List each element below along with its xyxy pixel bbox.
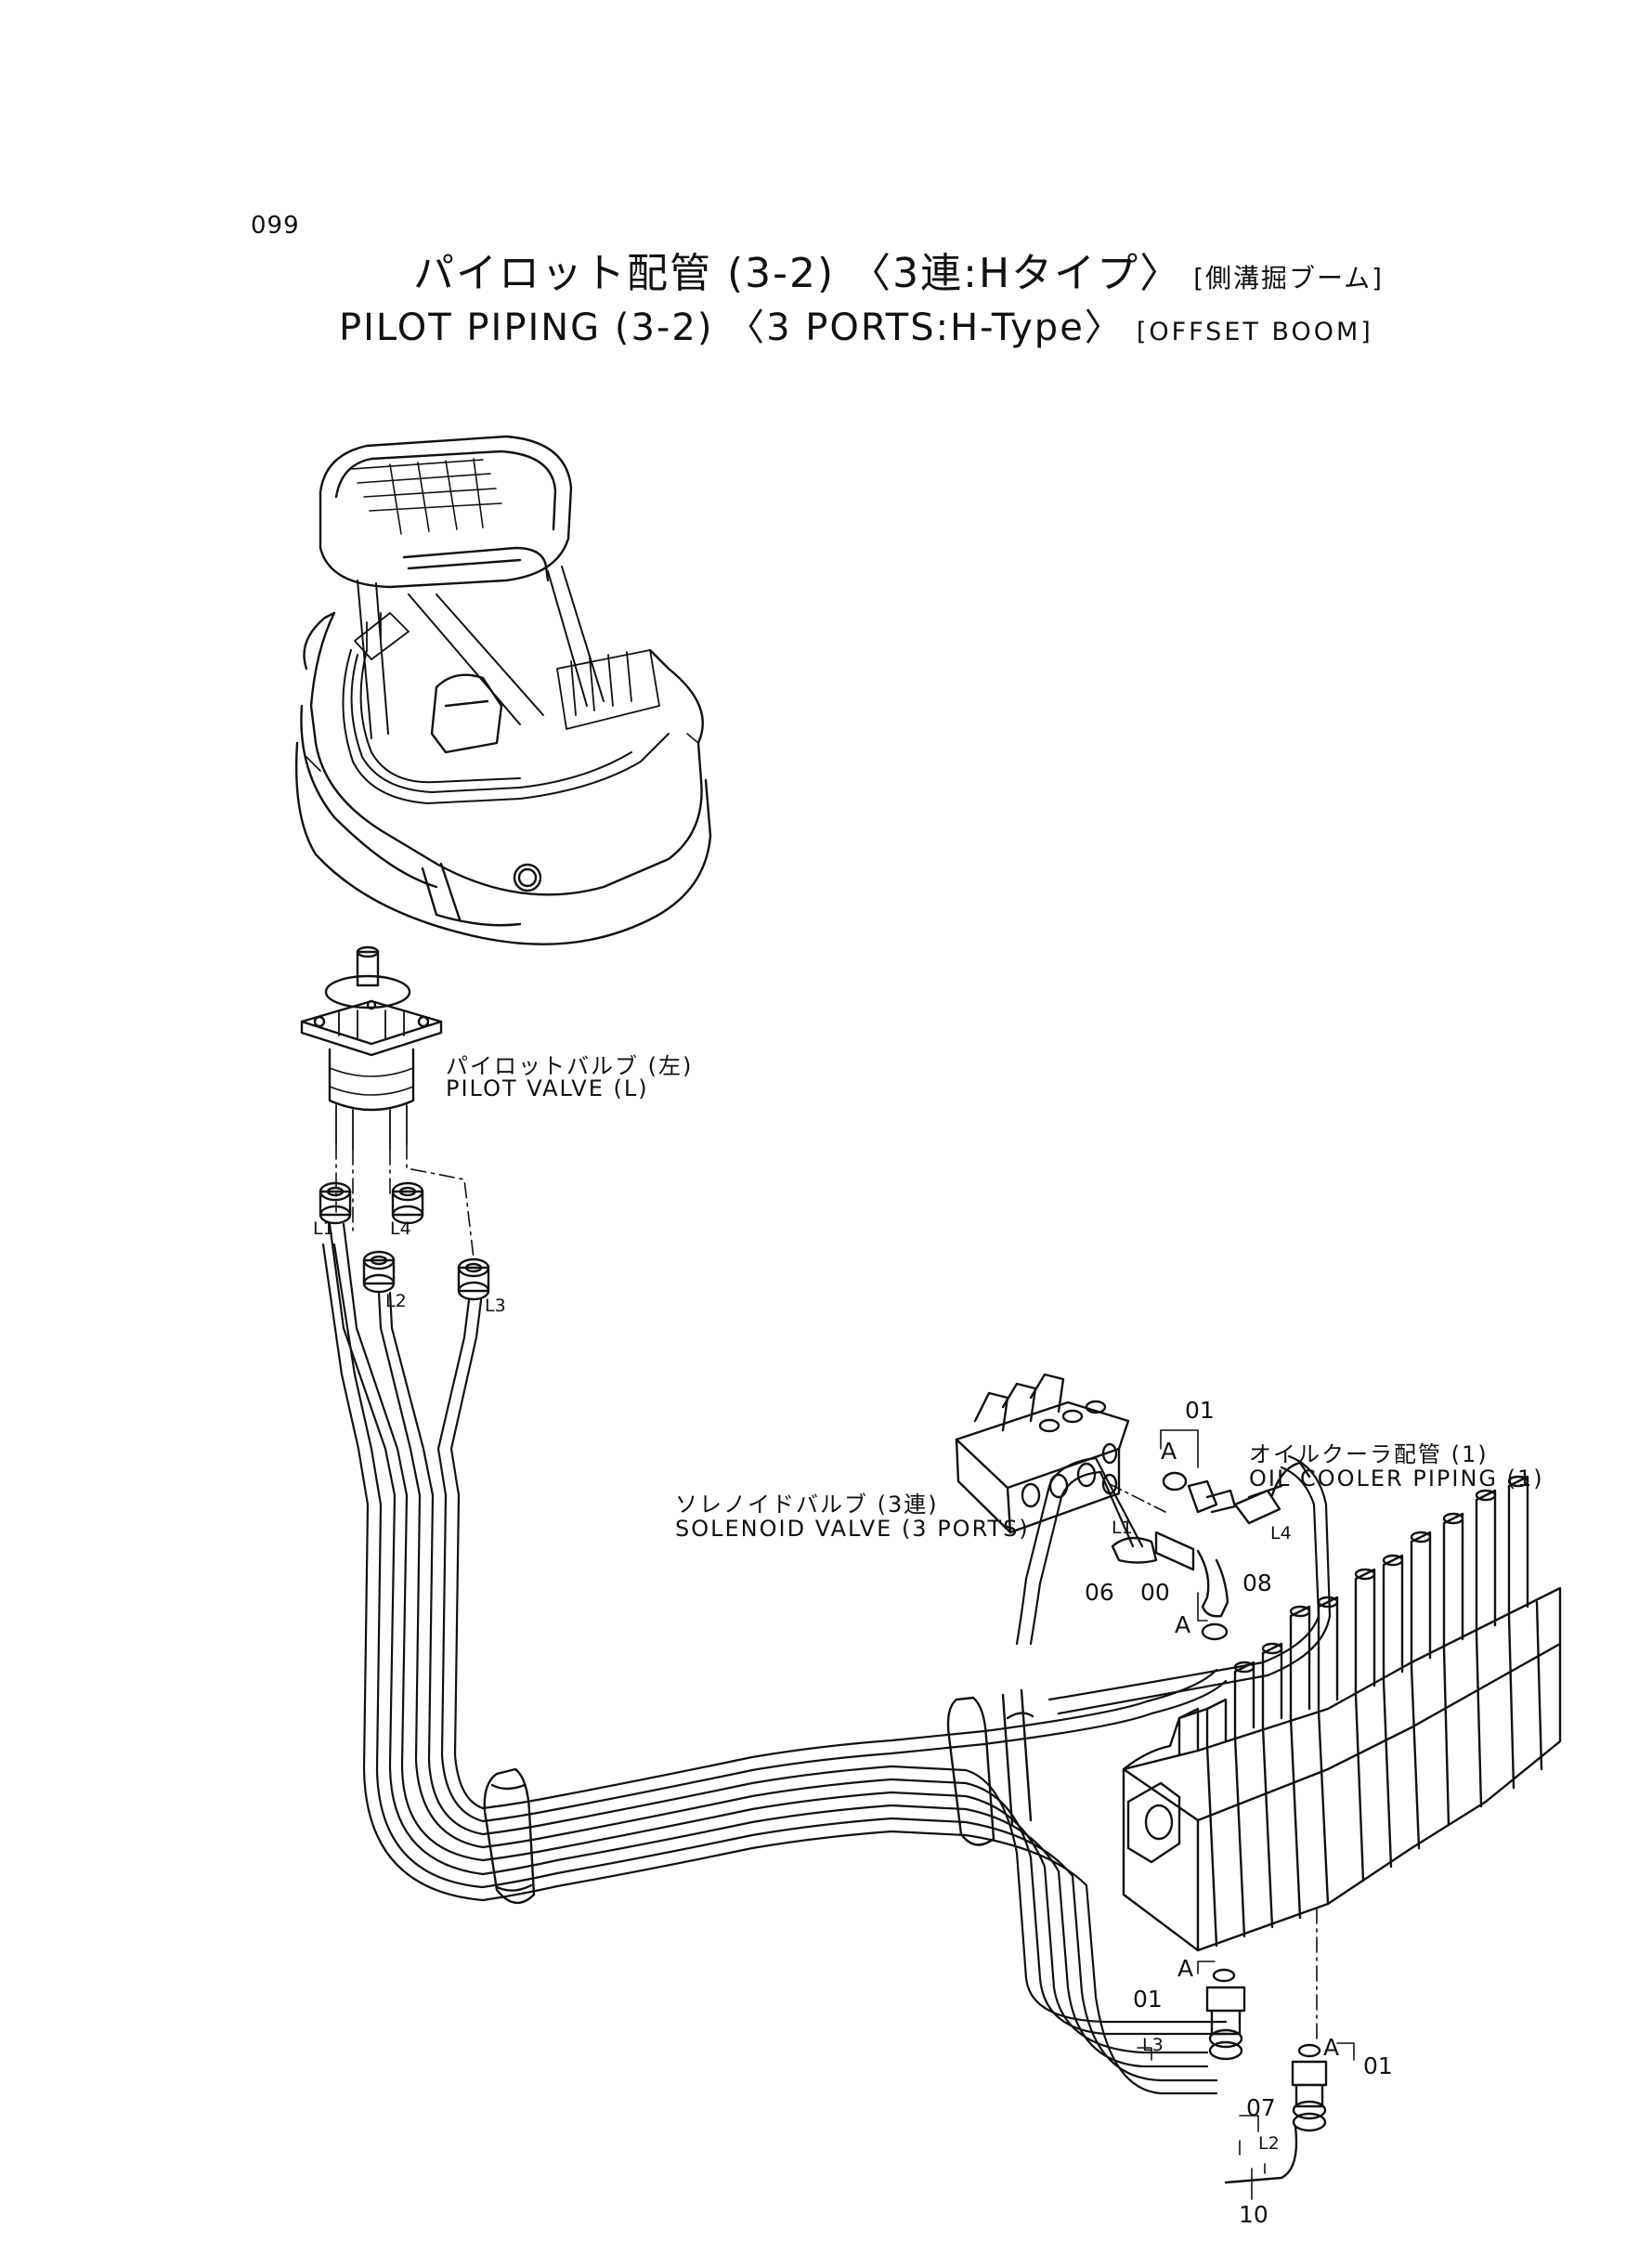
pilot-valve-label-jp: パイロットバルブ (左) bbox=[446, 1053, 694, 1079]
pilot-valve-label-en: PILOT VALVE (L) bbox=[446, 1075, 649, 1101]
part-number-08: 08 bbox=[1242, 1570, 1272, 1596]
pilot-valve-flange bbox=[300, 999, 443, 1057]
title-jp-main: パイロット配管 (3-2) 〈3連:Hタイプ〉 bbox=[413, 250, 1183, 297]
title-jp-sub: [側溝掘ブーム] bbox=[1193, 263, 1385, 293]
oil-cooler-label-en: OIL COOLER PIPING (1) bbox=[1249, 1466, 1544, 1492]
part-number-01-right: 01 bbox=[1363, 2052, 1393, 2079]
pilot-hose-bundle bbox=[321, 1222, 1228, 2095]
part-number-00: 00 bbox=[1140, 1579, 1170, 1606]
counterweight-lamp bbox=[513, 863, 542, 892]
solenoid-valve-label-jp: ソレノイドバルブ (3連) bbox=[675, 1492, 939, 1518]
port-centerlines bbox=[335, 1143, 475, 1259]
bottom-fittings bbox=[1205, 1968, 1328, 2184]
hose-mark-l3-bottom: L3 bbox=[1142, 2035, 1164, 2055]
pilot-valve-ports bbox=[335, 1104, 408, 1151]
hose-mark-l2-bottom: L2 bbox=[1258, 2133, 1280, 2154]
solenoid-valve-drawing bbox=[955, 1373, 1166, 1534]
detail-a-mark-3: A bbox=[1177, 1955, 1194, 1982]
control-valve-bank-small bbox=[556, 649, 660, 730]
upper-deck-outline bbox=[303, 611, 704, 896]
title-en-sub: [OFFSET BOOM] bbox=[1136, 318, 1373, 346]
detail-a-brackets-bottom bbox=[1137, 1961, 1355, 2174]
control-valve-bank bbox=[1122, 1586, 1562, 1952]
canopy-pillars bbox=[357, 566, 605, 739]
part-number-10: 10 bbox=[1239, 2201, 1268, 2228]
pilot-valve-body bbox=[328, 1048, 415, 1112]
hose-mark-l2-top: L2 bbox=[385, 1291, 407, 1311]
title-english: PILOT PIPING (3-2) 〈3 PORTS:H-Type〉 [OFFS… bbox=[339, 297, 1373, 351]
solenoid-fittings bbox=[1111, 1461, 1311, 1641]
hose-mark-l4-top: L4 bbox=[390, 1218, 411, 1239]
cab-pilot-hoses bbox=[342, 649, 670, 804]
title-en-main: PILOT PIPING (3-2) 〈3 PORTS:H-Type〉 bbox=[339, 306, 1124, 349]
detail-a-mark-1: A bbox=[1161, 1438, 1177, 1465]
detail-a-bracket-top bbox=[1160, 1429, 1199, 1468]
detail-a-mark-2: A bbox=[1175, 1611, 1191, 1638]
hose-mark-l3-top: L3 bbox=[485, 1296, 506, 1316]
hose-mark-l1-right: L1 bbox=[1112, 1518, 1133, 1538]
pilot-valve-stem bbox=[356, 950, 380, 987]
canopy-front-visor bbox=[402, 546, 550, 582]
part-number-06: 06 bbox=[1085, 1579, 1114, 1606]
excavator-overview-drawing bbox=[294, 435, 712, 945]
control-valve-spools bbox=[1177, 1475, 1529, 1757]
hose-mark-l4-right: L4 bbox=[1270, 1523, 1292, 1544]
solenoid-valve-label-en: SOLENOID VALVE (3 PORTS) bbox=[675, 1516, 1030, 1542]
operator-seat bbox=[430, 673, 503, 754]
page-number: 099 bbox=[251, 212, 300, 240]
oil-cooler-label-jp: オイルクーラ配管 (1) bbox=[1249, 1441, 1489, 1467]
hose-clamps bbox=[483, 1688, 1034, 1904]
hose-mark-l1-top: L1 bbox=[313, 1218, 334, 1239]
counterweight bbox=[294, 704, 712, 945]
canopy-roof-inner bbox=[334, 449, 557, 531]
detail-a-mark-4: A bbox=[1323, 2034, 1340, 2061]
title-japanese: パイロット配管 (3-2) 〈3連:Hタイプ〉 [側溝掘ブーム] bbox=[413, 240, 1384, 299]
part-number-01-left: 01 bbox=[1133, 1986, 1163, 2013]
part-number-07: 07 bbox=[1246, 2094, 1276, 2121]
pilot-valve-left-drawing bbox=[300, 945, 443, 1151]
detail-a-bracket-mid bbox=[1197, 1592, 1208, 1622]
part-number-01-top: 01 bbox=[1185, 1397, 1215, 1424]
